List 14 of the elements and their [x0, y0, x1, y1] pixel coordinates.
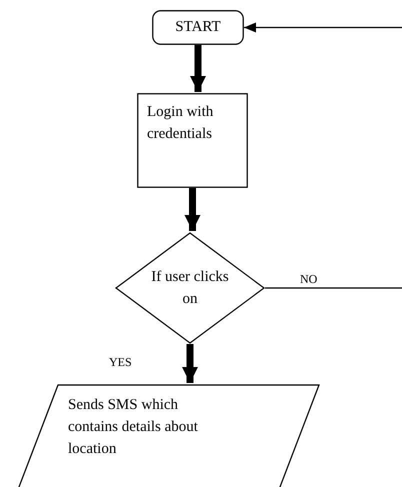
arrow: [244, 22, 402, 32]
node-label: Login with credentials: [147, 103, 214, 144]
thick-arrow: [190, 45, 206, 92]
start-terminal: [152, 10, 244, 45]
node-label: Sends SMS which contains details about location: [68, 396, 199, 459]
thick-arrow: [184, 188, 200, 231]
node-label: If user clicks on: [150, 268, 230, 309]
thick-arrow: [182, 344, 198, 383]
edge-label: NO: [298, 272, 320, 286]
node-label: START: [174, 18, 222, 37]
process-box: [137, 93, 248, 188]
decision-diamond: [115, 232, 265, 344]
edge-label: YES: [107, 355, 134, 369]
connector-line: [265, 287, 402, 289]
